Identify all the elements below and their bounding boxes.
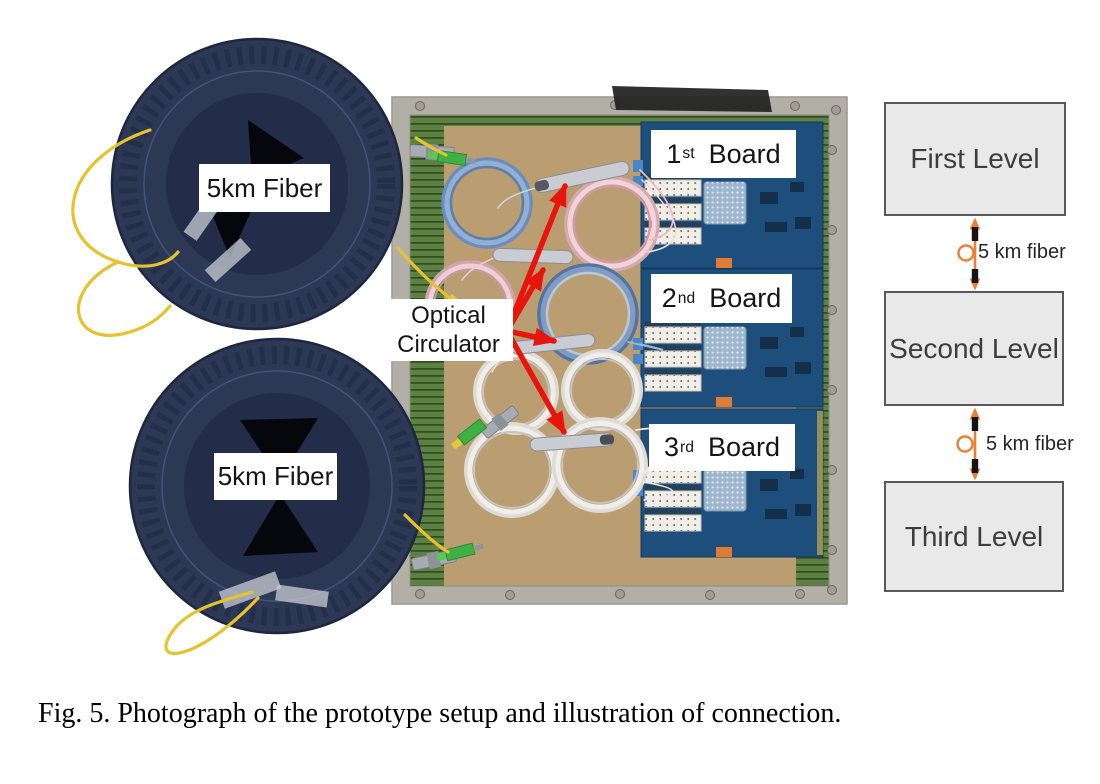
optical-circulator-label-line1: Optical (411, 302, 486, 329)
figure-caption: Fig. 5. Photograph of the prototype setu… (38, 698, 842, 729)
level-box-first: First Level (884, 102, 1066, 216)
spool-label-text: 5km Fiber (217, 461, 334, 491)
daughter-board-2 (633, 268, 824, 408)
spool-label-text: 5km Fiber (206, 172, 323, 203)
level-box-third: Third Level (884, 481, 1064, 592)
black-tape (612, 86, 772, 112)
fiber-loop-icon (957, 244, 975, 262)
circulator-tube-4 (529, 432, 615, 452)
level-box-second: Second Level (884, 291, 1064, 406)
yellow-fibers (71, 128, 458, 655)
board-word: Board (709, 283, 782, 313)
level-label: Third Level (904, 520, 1044, 552)
board-number: 2 (661, 283, 677, 313)
daughter-boards (633, 121, 824, 558)
fiber-link-label-1: 5 km fiber (978, 241, 1066, 263)
fc-apc-connector-4 (435, 542, 484, 562)
prototype-photo (71, 37, 848, 655)
board-number: 1 (666, 138, 682, 169)
barrel-adapter-2 (481, 405, 519, 439)
connection-diagram-links (956, 217, 981, 481)
optical-circulator-label: Optical Circulator (384, 299, 513, 361)
optical-circulator-label-line2: Circulator (397, 331, 500, 358)
white-coil-4 (552, 417, 648, 513)
level-label: Second Level (889, 332, 1059, 364)
fiber-link-1 (957, 217, 981, 291)
spool-label-bottom: 5km Fiber (214, 453, 337, 500)
optical-circulator-arrows (504, 182, 568, 436)
fiber-link-2 (956, 407, 981, 481)
fiber-loop-icon (956, 435, 974, 453)
spool-label-top: 5km Fiber (199, 164, 330, 212)
board-number: 3 (663, 432, 680, 462)
board-word: Board (708, 138, 781, 169)
blue-coil-1 (441, 157, 533, 249)
level-label: First Level (910, 143, 1040, 174)
board-word: Board (707, 432, 780, 462)
fiber-link-label-2: 5 km fiber (986, 433, 1074, 455)
fc-apc-connector-3 (450, 418, 488, 450)
